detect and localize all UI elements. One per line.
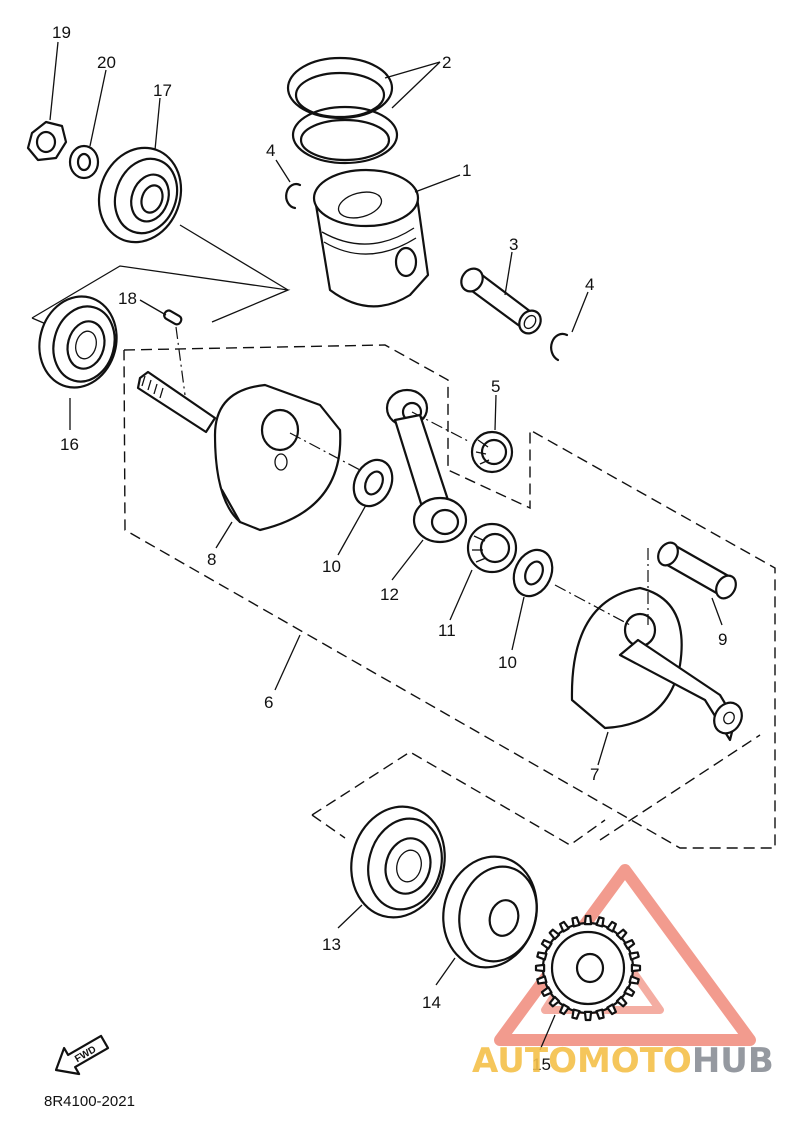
bearing-part-13 bbox=[350, 805, 446, 919]
callout-13: 13 bbox=[322, 935, 341, 954]
gear-tooth bbox=[606, 920, 618, 933]
gear-tooth bbox=[558, 1003, 570, 1016]
gear-tooth bbox=[583, 914, 593, 926]
bearing-part-16 bbox=[38, 295, 118, 389]
needle-bearing-part-11 bbox=[466, 522, 518, 574]
gear-tooth bbox=[623, 938, 636, 950]
callouts: 19 20 17 2 4 1 3 4 18 16 5 8 10 12 11 9 … bbox=[52, 23, 727, 1074]
piston-pin-clip-part-4-left bbox=[285, 183, 302, 210]
gear-tooth bbox=[536, 975, 548, 985]
watermark-text-automoto: AUTOMOTO bbox=[472, 1041, 692, 1081]
gear-tooth bbox=[558, 920, 570, 933]
callout-1: 1 bbox=[462, 161, 471, 180]
gear-tooth bbox=[534, 963, 546, 973]
gear-tooth bbox=[628, 951, 640, 961]
piston-pin-part-3 bbox=[460, 267, 542, 335]
piston-rings-part-2 bbox=[286, 56, 399, 165]
needle-bearing-part-5 bbox=[470, 430, 514, 474]
callout-17: 17 bbox=[153, 81, 172, 100]
callout-8: 8 bbox=[207, 550, 216, 569]
gear-tooth bbox=[540, 986, 553, 998]
callout-7: 7 bbox=[590, 765, 599, 784]
gear-tooth bbox=[623, 986, 636, 998]
gear-tooth bbox=[548, 995, 561, 1008]
watermark-text-hub: HUB bbox=[692, 1041, 774, 1081]
gear-part-15 bbox=[534, 914, 642, 1022]
callout-10-left: 10 bbox=[322, 557, 341, 576]
gear-tooth bbox=[571, 916, 581, 928]
gear-tooth bbox=[548, 928, 561, 941]
oil-seal-part-14 bbox=[442, 855, 538, 969]
callout-16: 16 bbox=[60, 435, 79, 454]
connecting-rod-part-12 bbox=[385, 388, 468, 544]
callout-15: 15 bbox=[532, 1055, 551, 1074]
callout-2: 2 bbox=[442, 53, 451, 72]
callout-20: 20 bbox=[97, 53, 116, 72]
fwd-arrow-icon: FWD bbox=[54, 1034, 110, 1076]
washer-part-10-left bbox=[352, 458, 394, 508]
gear-tooth bbox=[540, 938, 553, 950]
gear-tooth bbox=[630, 963, 642, 973]
leader-lines bbox=[49, 41, 723, 1051]
gear-tooth bbox=[571, 1008, 581, 1020]
piston-part-1 bbox=[312, 168, 430, 308]
oil-seal-part-17 bbox=[97, 146, 183, 244]
callout-12: 12 bbox=[380, 585, 399, 604]
crank-pin-part-9 bbox=[657, 541, 737, 600]
washer-part-20 bbox=[68, 144, 100, 180]
assembly-outline-lower bbox=[311, 734, 761, 846]
callout-4-upper: 4 bbox=[266, 141, 275, 160]
crankshaft-left-part-8 bbox=[136, 370, 342, 532]
assembly-outline-crankshaft bbox=[123, 344, 776, 849]
callout-19: 19 bbox=[52, 23, 71, 42]
gear-tooth bbox=[615, 995, 628, 1008]
crankshaft-right-part-7 bbox=[570, 586, 743, 742]
gear-tooth bbox=[595, 1008, 605, 1020]
callout-6: 6 bbox=[264, 693, 273, 712]
gear-tooth bbox=[583, 1010, 593, 1022]
gear-tooth bbox=[595, 916, 605, 928]
callout-4-right: 4 bbox=[585, 275, 594, 294]
callout-3: 3 bbox=[509, 235, 518, 254]
gear-tooth bbox=[628, 975, 640, 985]
nut-part-19 bbox=[26, 120, 68, 162]
gear-tooth bbox=[536, 951, 548, 961]
washer-part-10-right bbox=[512, 548, 554, 598]
callout-11: 11 bbox=[438, 621, 456, 640]
diagram-code: 8R4100-2021 bbox=[44, 1093, 135, 1110]
callout-9: 9 bbox=[718, 630, 727, 649]
piston-pin-clip-part-4-right bbox=[550, 332, 569, 362]
svg-text:AUTOMOTOHUB: AUTOMOTOHUB bbox=[472, 1041, 774, 1081]
callout-10-right: 10 bbox=[498, 653, 517, 672]
key-part-18 bbox=[163, 309, 183, 326]
callout-5: 5 bbox=[491, 377, 500, 396]
gear-tooth bbox=[615, 928, 628, 941]
callout-18: 18 bbox=[118, 289, 137, 308]
watermark-text: AUTOMOTOHUB bbox=[472, 1041, 774, 1081]
axis-lines bbox=[175, 326, 649, 626]
callout-14: 14 bbox=[422, 993, 441, 1012]
gear-tooth bbox=[606, 1003, 618, 1016]
